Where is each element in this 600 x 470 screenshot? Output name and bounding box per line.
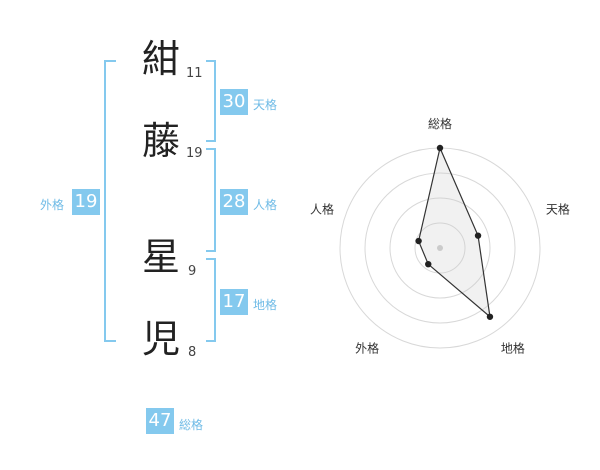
- soukaku-value-badge: 47: [146, 408, 174, 434]
- radar-axis-label-2: 天格: [546, 202, 570, 217]
- tenkaku-label: 天格: [253, 98, 278, 112]
- tenkaku-bracket: [206, 60, 216, 142]
- stroke-count-4: 8: [188, 345, 197, 360]
- stroke-count-1: 11: [186, 66, 203, 81]
- jinkaku-label: 人格: [253, 198, 278, 212]
- tenkaku-value-badge: 30: [220, 89, 248, 115]
- chikaku-label: 地格: [253, 298, 278, 312]
- soukaku-label: 総格: [179, 418, 204, 432]
- radar-point-5: [415, 237, 422, 245]
- name-char-4: 児: [142, 317, 181, 361]
- gaikaku-bracket: [104, 60, 116, 342]
- radar-point-2: [474, 232, 482, 239]
- radar-point-4: [425, 260, 432, 268]
- jinkaku-bracket: [206, 148, 216, 252]
- jinkaku-value-badge: 28: [220, 189, 248, 215]
- radar-ring: [364, 172, 516, 324]
- radar-ring: [414, 222, 466, 274]
- stroke-count-2: 19: [186, 146, 203, 161]
- radar-series-polygon: [417, 146, 491, 319]
- gaikaku-value-badge: 19: [72, 189, 100, 215]
- name-char-1: 紺: [142, 37, 181, 81]
- gaikaku-label: 外格: [40, 198, 65, 212]
- name-char-2: 藤: [142, 119, 181, 163]
- radar-axis-label-3: 地格: [501, 340, 525, 355]
- radar-ring: [389, 197, 491, 299]
- radar-axis-label-5: 人格: [310, 202, 334, 217]
- radar-point-1: [436, 144, 444, 152]
- chikaku-bracket: [206, 258, 216, 342]
- radar-point-3: [486, 313, 494, 320]
- name-char-3: 星: [142, 235, 181, 279]
- radar-center: [437, 245, 443, 251]
- stroke-count-3: 9: [188, 264, 197, 279]
- chikaku-value-badge: 17: [220, 289, 248, 315]
- radar-axis-label-4: 外格: [355, 340, 379, 355]
- radar-axis-label-1: 総格: [428, 116, 452, 131]
